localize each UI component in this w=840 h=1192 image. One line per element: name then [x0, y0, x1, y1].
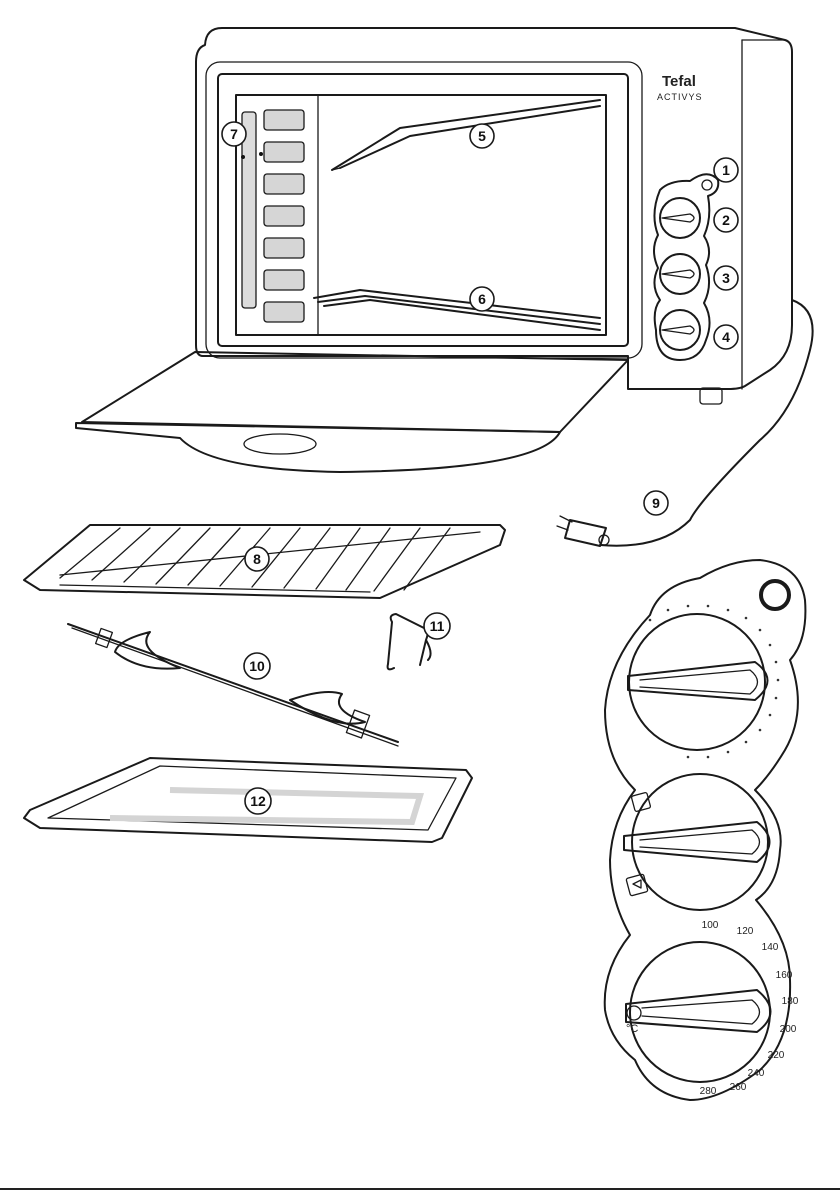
svg-text:11: 11: [430, 618, 445, 634]
rotisserie-spit-icon: [68, 624, 398, 746]
footer-divider: [0, 1188, 840, 1190]
callout-5: 5: [470, 124, 494, 148]
temp-mark: 260: [730, 1082, 747, 1093]
callout-2: 2: [714, 208, 738, 232]
temp-mark: 220: [768, 1050, 785, 1061]
callout-9: 9: [644, 491, 668, 515]
svg-text:12: 12: [250, 793, 266, 809]
svg-text:7: 7: [230, 126, 238, 142]
power-plug-icon: [557, 516, 609, 546]
temp-mark: 140: [762, 942, 779, 953]
callout-8: 8: [245, 547, 269, 571]
callout-4: 4: [714, 325, 738, 349]
callout-11: 11: [424, 613, 450, 639]
temp-mark: 120: [737, 926, 754, 937]
temp-mark: 180: [782, 996, 799, 1007]
temp-mark: 200: [780, 1024, 797, 1035]
callout-7: 7: [222, 122, 246, 146]
svg-text:5: 5: [478, 128, 486, 144]
temp-mark: 160: [776, 970, 793, 981]
oven-icon: Tefal ACTIVYS: [76, 28, 813, 546]
svg-text:9: 9: [652, 495, 660, 511]
callout-3: 3: [714, 266, 738, 290]
svg-text:2: 2: [722, 212, 730, 228]
callout-10: 10: [244, 653, 270, 679]
svg-text:6: 6: [478, 291, 486, 307]
callout-12: 12: [245, 788, 271, 814]
svg-text:1: 1: [722, 162, 730, 178]
temp-unit: °C: [626, 1023, 638, 1035]
svg-text:10: 10: [249, 658, 265, 674]
temp-mark: 280: [700, 1086, 717, 1097]
callout-1: 1: [714, 158, 738, 182]
svg-text:3: 3: [722, 270, 730, 286]
brand-logo: Tefal: [662, 73, 696, 90]
svg-text:4: 4: [722, 329, 730, 345]
svg-text:8: 8: [253, 551, 261, 567]
temp-mark: 240: [748, 1068, 765, 1079]
brand-model: ACTIVYS: [657, 92, 703, 102]
callout-6: 6: [470, 287, 494, 311]
temp-mark: 100: [702, 920, 719, 931]
control-panel-icon: 100 120 140 160 180 200 220 240 260 280 …: [605, 560, 806, 1100]
